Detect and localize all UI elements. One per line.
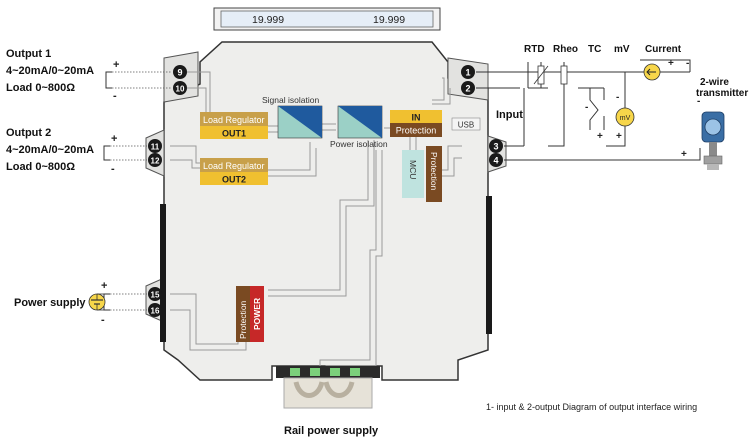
terminal-2: 2 — [465, 84, 470, 94]
current-source-icon — [643, 63, 661, 81]
terminals-left: 9 10 11 12 15 16 — [148, 65, 187, 317]
usb-port: USB — [451, 117, 481, 131]
input-type-current: Current — [645, 44, 682, 55]
out1-label: OUT1 — [222, 129, 246, 139]
mcu-block: MCU — [402, 150, 424, 198]
load-regulator-2-block: Load Regulator OUT2 — [200, 158, 268, 185]
power-label: POWER — [252, 298, 262, 330]
out1-plus: + — [113, 59, 119, 71]
mv-minus: - — [616, 92, 619, 103]
out2-label: OUT2 — [222, 175, 246, 185]
output2-load: Load 0~800Ω — [6, 161, 75, 173]
in-protection-block: IN Protection — [390, 110, 442, 137]
load-regulator-2-label: Load Regulator — [203, 161, 265, 171]
display-panel: 19.999 19.999 — [213, 7, 441, 31]
terminal-9: 9 — [177, 68, 182, 78]
usb-label: USB — [458, 121, 474, 130]
input-label: Input — [496, 109, 523, 121]
terminal-4: 4 — [493, 156, 498, 166]
power-supply-label: Power supply — [14, 297, 86, 309]
mcu-protection-block: Protection — [426, 146, 442, 202]
output1-load: Load 0~800Ω — [6, 82, 75, 94]
current-plus: + — [668, 58, 674, 69]
terminal-11: 11 — [151, 143, 160, 152]
power-plus: + — [101, 280, 107, 292]
diagram-caption: 1- input & 2-output Diagram of output in… — [486, 402, 697, 412]
signs-right: - + - + + - + - — [585, 58, 700, 160]
signs-left: + - + - + - — [101, 59, 119, 326]
signal-isolator: Signal isolation — [262, 95, 323, 139]
terminal-1: 1 — [465, 68, 470, 78]
mv-badge-label: mV — [620, 115, 631, 122]
module-housing — [145, 41, 507, 381]
power-isolation-label: Power isolation — [330, 139, 388, 149]
mcu-protection-label: Protection — [429, 152, 439, 191]
input-type-rheo: Rheo — [553, 44, 578, 55]
current-minus: - — [686, 58, 689, 69]
input-type-mv: mV — [614, 44, 630, 55]
output2-labels: Output 2 4~20mA/0~20mA Load 0~800Ω — [6, 127, 94, 173]
load-regulator-1-block: Load Regulator OUT1 — [200, 112, 268, 139]
output-wiring-left — [110, 71, 172, 311]
output1-labels: Output 1 4~20mA/0~20mA Load 0~800Ω — [6, 48, 94, 94]
terminal-10: 10 — [176, 85, 185, 94]
power-supply-icon — [88, 293, 106, 311]
terminal-16: 16 — [151, 307, 160, 316]
out2-plus: + — [111, 133, 117, 145]
power-minus: - — [101, 314, 105, 326]
input-type-tc: TC — [588, 44, 601, 55]
in-label: IN — [412, 113, 421, 123]
transmitter-icon — [701, 111, 725, 170]
load-regulator-1-label: Load Regulator — [203, 115, 265, 125]
rail-power-supply-label: Rail power supply — [284, 425, 379, 437]
input-type-rtd: RTD — [524, 44, 545, 55]
out1-minus: - — [113, 90, 117, 102]
power-protection-label: Protection — [238, 300, 248, 339]
output-wiring-left-loops — [103, 71, 112, 311]
power-isolator: Power isolation — [330, 105, 388, 149]
signal-isolation-label: Signal isolation — [262, 95, 319, 105]
transmitter-plus: + — [681, 149, 687, 160]
transmitter-minus: - — [697, 96, 700, 107]
display-value-right: 19.999 — [373, 14, 405, 26]
in-protection-label: Protection — [396, 126, 437, 136]
display-value-left: 19.999 — [252, 14, 284, 26]
mv-plus: + — [616, 131, 622, 142]
power-protection-block: Protection POWER — [236, 286, 264, 342]
terminal-15: 15 — [151, 291, 160, 300]
output1-title: Output 1 — [6, 48, 51, 60]
mv-source-icon: mV — [615, 107, 635, 127]
output2-range: 4~20mA/0~20mA — [6, 144, 94, 156]
tc-plus: + — [597, 131, 603, 142]
output1-range: 4~20mA/0~20mA — [6, 65, 94, 77]
terminal-3: 3 — [493, 142, 498, 152]
output2-title: Output 2 — [6, 127, 51, 139]
terminal-12: 12 — [151, 157, 160, 166]
rail-connector — [276, 366, 380, 409]
tc-minus: - — [585, 102, 588, 113]
mcu-label: MCU — [408, 160, 418, 179]
terminals-right: 1 2 3 4 — [461, 65, 503, 167]
out2-minus: - — [111, 163, 115, 175]
input-type-headings: RTD Rheo TC mV Current — [524, 44, 682, 55]
